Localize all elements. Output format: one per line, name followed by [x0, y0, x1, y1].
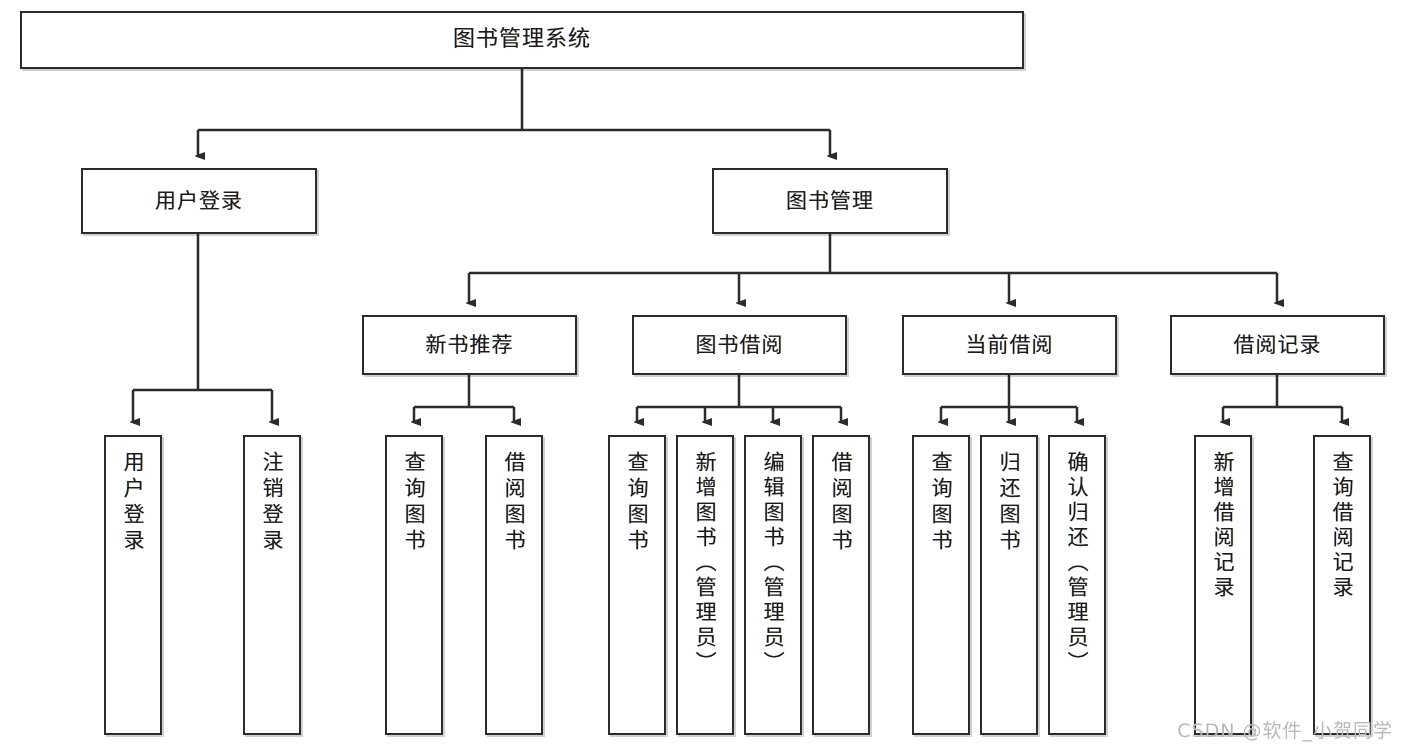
node-label: 注销登录	[260, 451, 285, 555]
leaf-confirm-return[interactable]: 确认归还（管理员）	[1048, 435, 1106, 735]
node-label: 归还图书	[997, 451, 1022, 555]
node-label: 当前借阅	[965, 332, 1054, 357]
node-label: 查询借阅记录	[1330, 451, 1355, 601]
leaf-borrow-book-2[interactable]: 借阅图书	[812, 435, 870, 735]
node-book-borrow[interactable]: 图书借阅	[632, 315, 847, 375]
leaf-logout-login[interactable]: 注销登录	[243, 435, 301, 735]
leaf-return-book[interactable]: 归还图书	[980, 435, 1038, 735]
node-label: 图书管理	[786, 188, 874, 213]
leaf-query-book-1[interactable]: 查询图书	[385, 435, 443, 735]
csdn-watermark: CSDN @软件_小贺同学	[1177, 720, 1393, 742]
node-label: 新增借阅记录	[1211, 451, 1236, 601]
node-borrow-record[interactable]: 借阅记录	[1170, 315, 1385, 375]
leaf-add-record[interactable]: 新增借阅记录	[1194, 435, 1252, 735]
leaf-query-book-3[interactable]: 查询图书	[912, 435, 970, 735]
node-label: 用户登录	[155, 188, 243, 213]
leaf-edit-book[interactable]: 编辑图书（管理员）	[744, 435, 802, 735]
node-label: 查询图书	[929, 451, 954, 555]
node-user-login[interactable]: 用户登录	[81, 168, 317, 234]
node-label: 新增图书（管理员）	[693, 451, 718, 676]
leaf-user-login[interactable]: 用户登录	[104, 435, 162, 735]
node-label: 借阅记录	[1233, 332, 1322, 357]
node-label: 用户登录	[121, 451, 146, 555]
leaf-query-book-2[interactable]: 查询图书	[608, 435, 666, 735]
node-label: 编辑图书（管理员）	[761, 451, 786, 676]
node-label: 新书推荐	[425, 332, 514, 357]
node-label: 确认归还（管理员）	[1065, 451, 1090, 676]
node-label: 借阅图书	[829, 451, 854, 555]
node-book-management[interactable]: 图书管理	[712, 168, 948, 234]
node-label: 借阅图书	[502, 451, 527, 555]
node-book-management-system[interactable]: 图书管理系统	[20, 11, 1024, 69]
node-new-book-recommend[interactable]: 新书推荐	[362, 315, 577, 375]
node-label: 图书借阅	[695, 332, 784, 357]
node-current-borrow[interactable]: 当前借阅	[902, 315, 1117, 375]
node-label: 查询图书	[625, 451, 650, 555]
leaf-add-book[interactable]: 新增图书（管理员）	[676, 435, 734, 735]
leaf-query-record[interactable]: 查询借阅记录	[1313, 435, 1371, 735]
node-label: 图书管理系统	[452, 27, 591, 53]
leaf-borrow-book-1[interactable]: 借阅图书	[485, 435, 543, 735]
node-label: 查询图书	[402, 451, 427, 555]
